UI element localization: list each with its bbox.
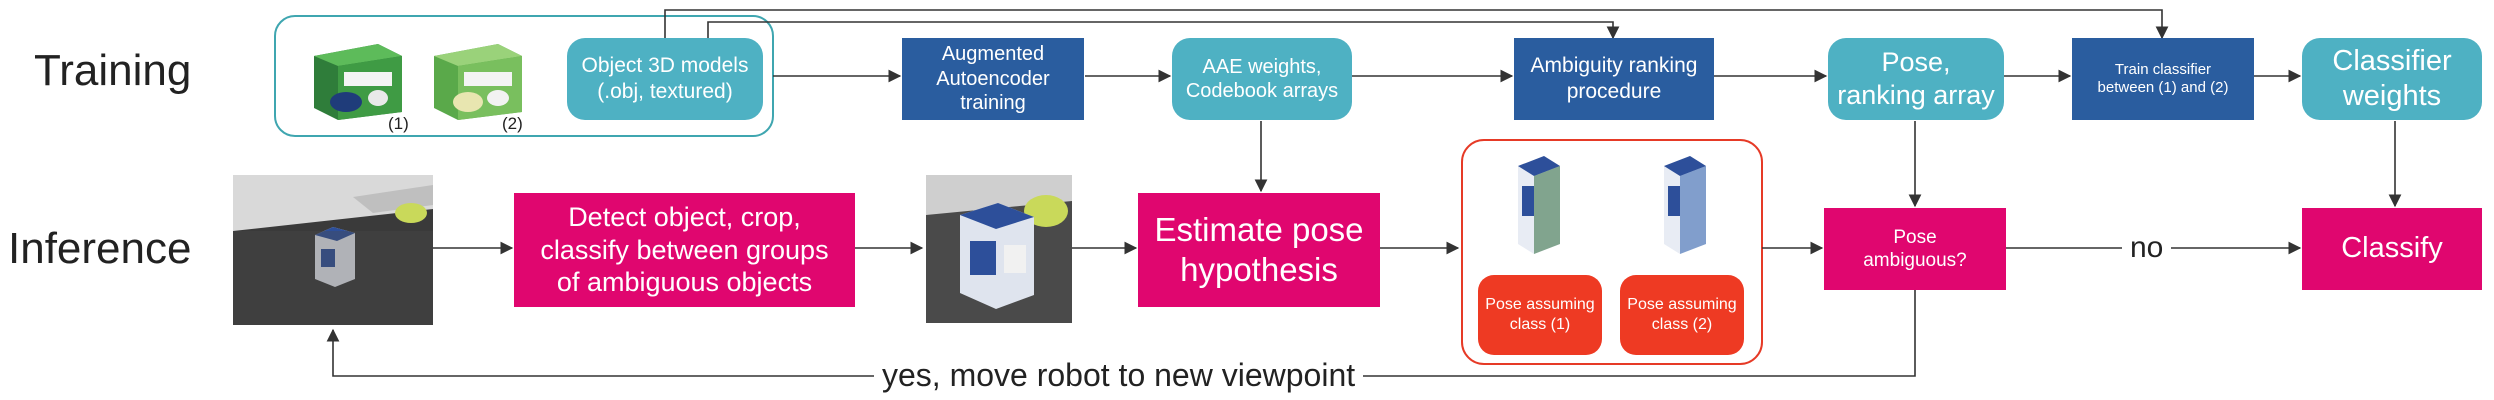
detect-object-box: Detect object, crop, classify between gr… (514, 193, 855, 307)
pose-ambiguous-box: Pose ambiguous? (1824, 208, 2006, 290)
train-classifier-box: Train classifier between (1) and (2) (2072, 38, 2254, 120)
pose-hypotheses-frame (1461, 139, 1763, 365)
arrow-models-to-train (664, 9, 2169, 40)
scene-photo-crop (926, 175, 1072, 323)
object-thumbnail-1 (308, 36, 408, 120)
object-3d-models-box: Object 3D models (.obj, textured) (567, 38, 763, 120)
scene-photo-wide (233, 175, 433, 325)
edge-label-yes: yes, move robot to new viewpoint (874, 357, 1364, 394)
row-label-training: Training (34, 46, 192, 95)
arrow-models-to-ambiguity (707, 21, 1620, 40)
thumbnail-label-2: (2) (502, 114, 523, 133)
pose-ranking-box: Pose, ranking array (1828, 38, 2004, 120)
pose-render-class-1 (1510, 152, 1566, 256)
edge-label-no: no (2122, 231, 2172, 265)
classifier-weights-box: Classifier weights (2302, 38, 2482, 120)
row-label-inference: Inference (8, 224, 192, 273)
pose-class-2-box: Pose assuming class (2) (1620, 275, 1744, 355)
aae-weights-box: AAE weights, Codebook arrays (1172, 38, 1352, 120)
thumbnail-label-1: (1) (388, 114, 409, 133)
pose-render-class-2 (1656, 152, 1712, 256)
pose-class-1-box: Pose assuming class (1) (1478, 275, 1602, 355)
classify-box: Classify (2302, 208, 2482, 290)
aae-training-box: Augmented Autoencoder training (902, 38, 1084, 120)
estimate-pose-box: Estimate pose hypothesis (1138, 193, 1380, 307)
object-thumbnail-2 (428, 36, 528, 120)
ambiguity-ranking-box: Ambiguity ranking procedure (1514, 38, 1714, 120)
